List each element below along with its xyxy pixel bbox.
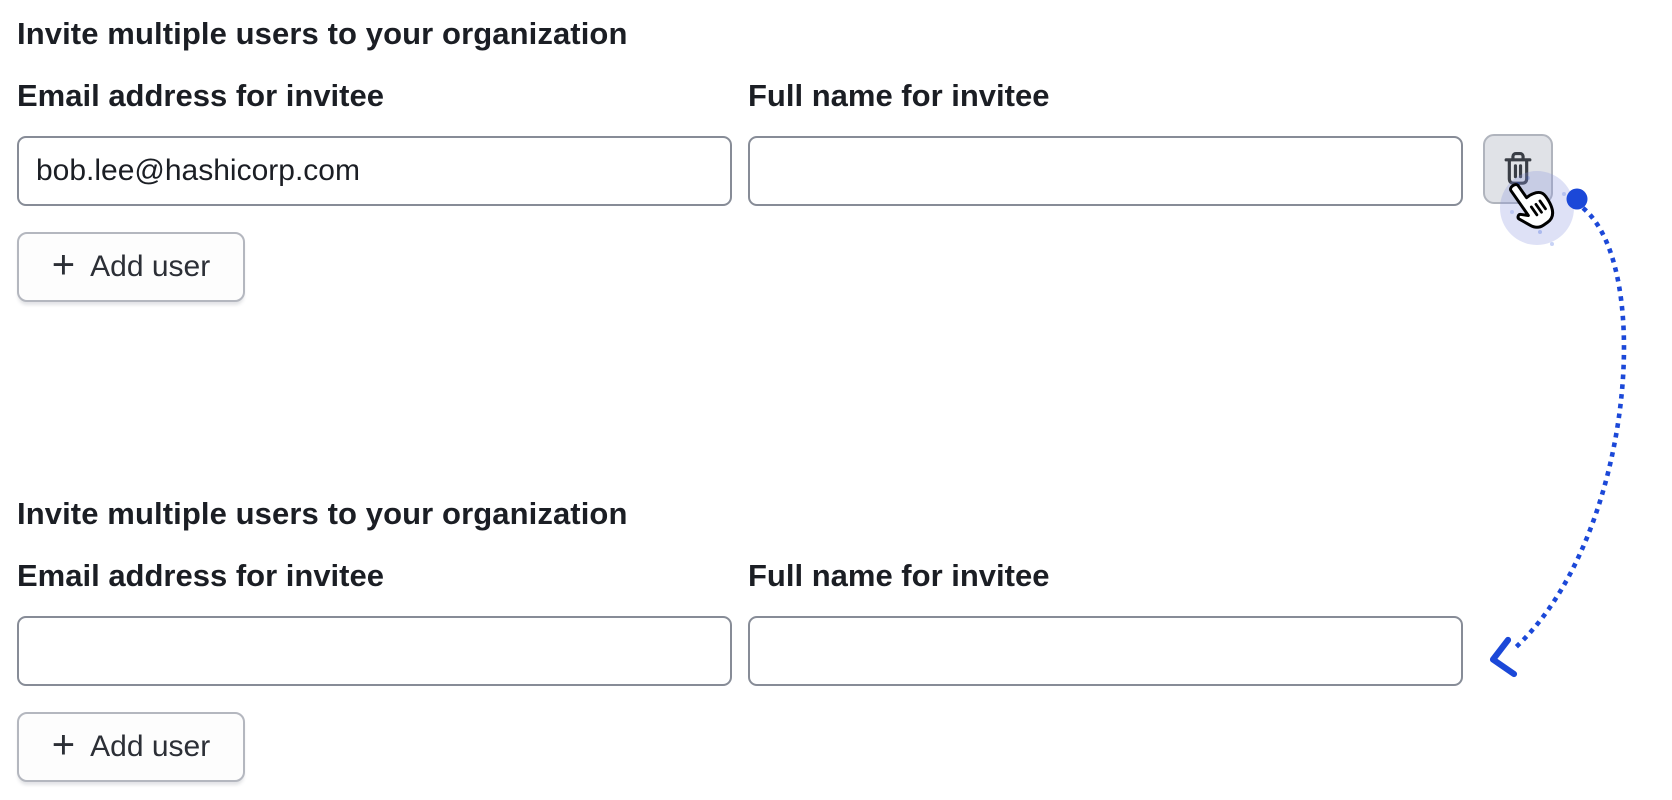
page-title: Invite multiple users to your organizati… <box>17 16 628 51</box>
email-field[interactable] <box>17 616 732 686</box>
add-user-label: Add user <box>90 250 211 283</box>
page-title: Invite multiple users to your organizati… <box>17 496 628 531</box>
full-name-label: Full name for invitee <box>748 78 1050 113</box>
add-user-label: Add user <box>90 730 211 763</box>
invite-form-section-2: Invite multiple users to your organizati… <box>0 480 1672 800</box>
add-user-button[interactable]: + Add user <box>17 232 245 302</box>
email-label: Email address for invitee <box>17 78 384 113</box>
plus-icon: + <box>51 722 76 767</box>
full-name-field[interactable] <box>748 136 1463 206</box>
add-user-button[interactable]: + Add user <box>17 712 245 782</box>
trash-icon <box>1503 150 1533 190</box>
full-name-label: Full name for invitee <box>748 558 1050 593</box>
invite-form-section-1: Invite multiple users to your organizati… <box>0 0 1672 320</box>
email-label: Email address for invitee <box>17 558 384 593</box>
full-name-field[interactable] <box>748 616 1463 686</box>
plus-icon: + <box>51 242 76 287</box>
email-field[interactable] <box>17 136 732 206</box>
